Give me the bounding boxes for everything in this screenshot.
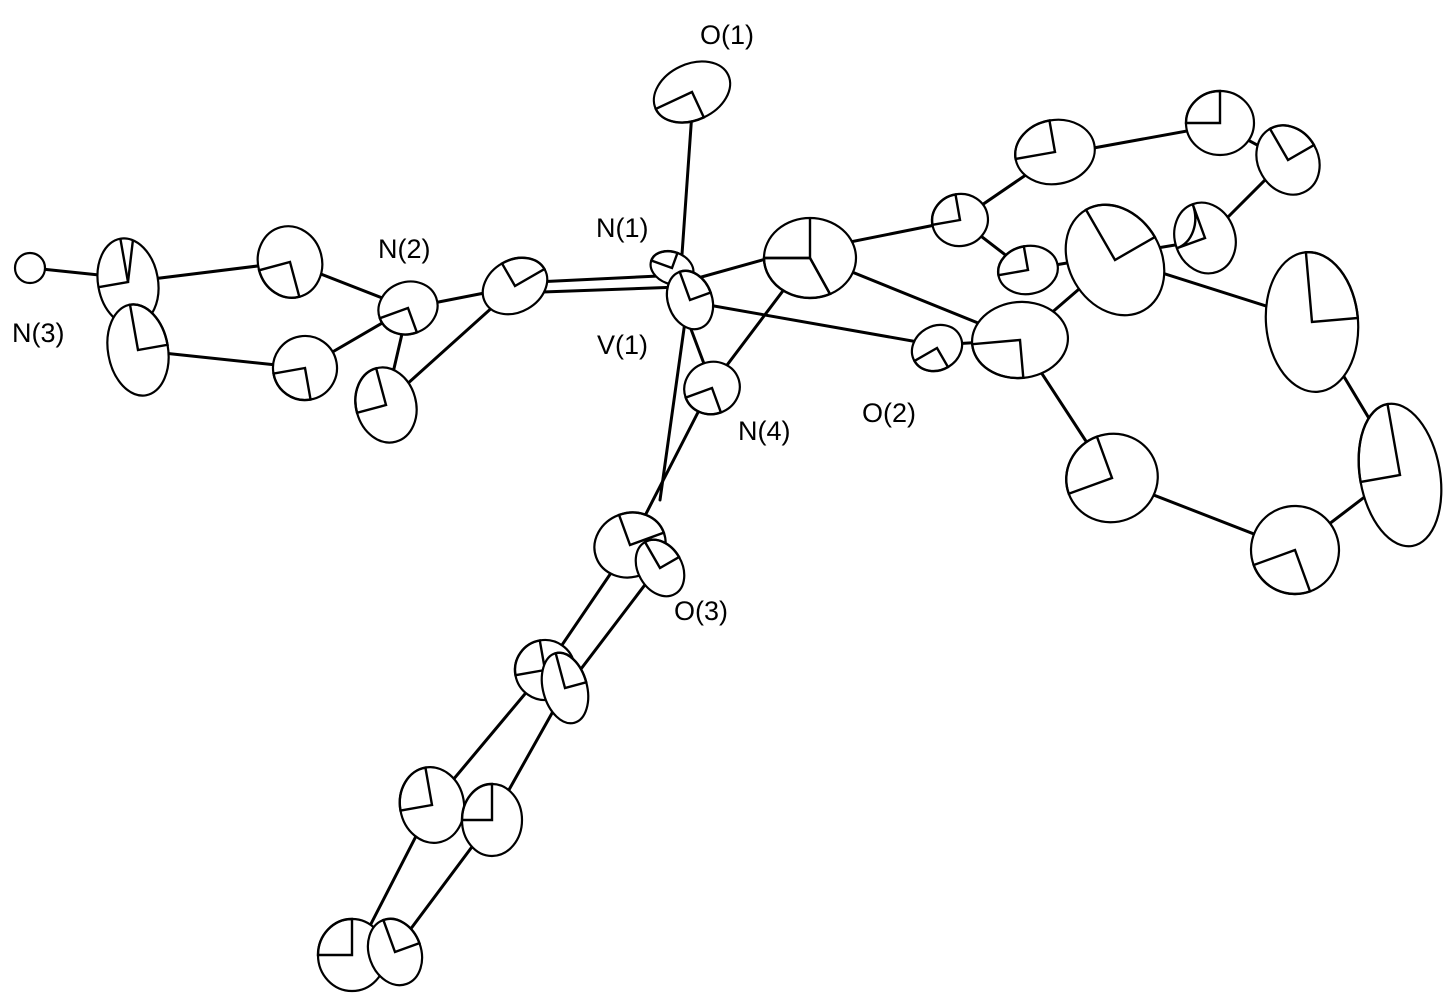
atom-ellipsoid xyxy=(1255,124,1321,196)
atom-ellipsoid xyxy=(540,651,590,725)
bond-v1-o2 xyxy=(678,298,937,347)
atom-ellipsoid xyxy=(1357,402,1443,548)
label-v1: V(1) xyxy=(597,330,648,360)
label-o3: O(3) xyxy=(674,596,728,626)
atom-ellipsoid xyxy=(1173,201,1237,275)
atom-ellipsoid xyxy=(1264,251,1360,393)
atom-ellipsoid-o2 xyxy=(910,323,964,373)
atom-ellipsoid-o1 xyxy=(652,60,732,124)
label-n1: N(1) xyxy=(596,213,649,243)
atom-ellipsoid xyxy=(460,782,524,858)
atom-ellipsoid-o3 xyxy=(634,538,686,598)
label-n4: N(4) xyxy=(738,416,791,446)
atom-ellipsoid xyxy=(271,334,339,402)
atom-ellipsoid xyxy=(996,244,1059,296)
atom-ellipsoid-v1 xyxy=(665,269,715,331)
atom-ellipsoid xyxy=(1014,118,1096,186)
atom-ellipsoid xyxy=(1184,89,1256,157)
atom-ellipsoid xyxy=(366,917,424,987)
bond-v1-o3 xyxy=(658,298,690,502)
label-n3: N(3) xyxy=(12,318,65,348)
label-n2: N(2) xyxy=(378,234,431,264)
atom-ellipsoid xyxy=(481,256,549,316)
atom-ellipsoid xyxy=(930,192,990,248)
atom-ellipsoid xyxy=(970,300,1070,380)
atom-ellipsoid xyxy=(256,225,324,299)
hydrogen-atom xyxy=(13,251,47,285)
atom-ellipsoid xyxy=(762,216,858,300)
label-o1: O(1) xyxy=(700,20,754,50)
atom-ellipsoid xyxy=(1065,432,1159,524)
atom-ellipsoid xyxy=(398,766,466,844)
atom-ellipsoid xyxy=(1249,504,1341,596)
atom-ellipsoid xyxy=(1064,203,1166,317)
atom-ellipsoid-n4 xyxy=(683,360,741,416)
atoms xyxy=(13,60,1443,993)
atom-ellipsoid xyxy=(106,303,170,397)
atom-ellipsoid-n2 xyxy=(377,280,439,336)
atom-labels: O(1) N(1) N(2) N(3) V(1) N(4) O(2) O(3) xyxy=(12,20,916,626)
atom-ellipsoid xyxy=(354,366,418,444)
label-o2: O(2) xyxy=(862,398,916,428)
